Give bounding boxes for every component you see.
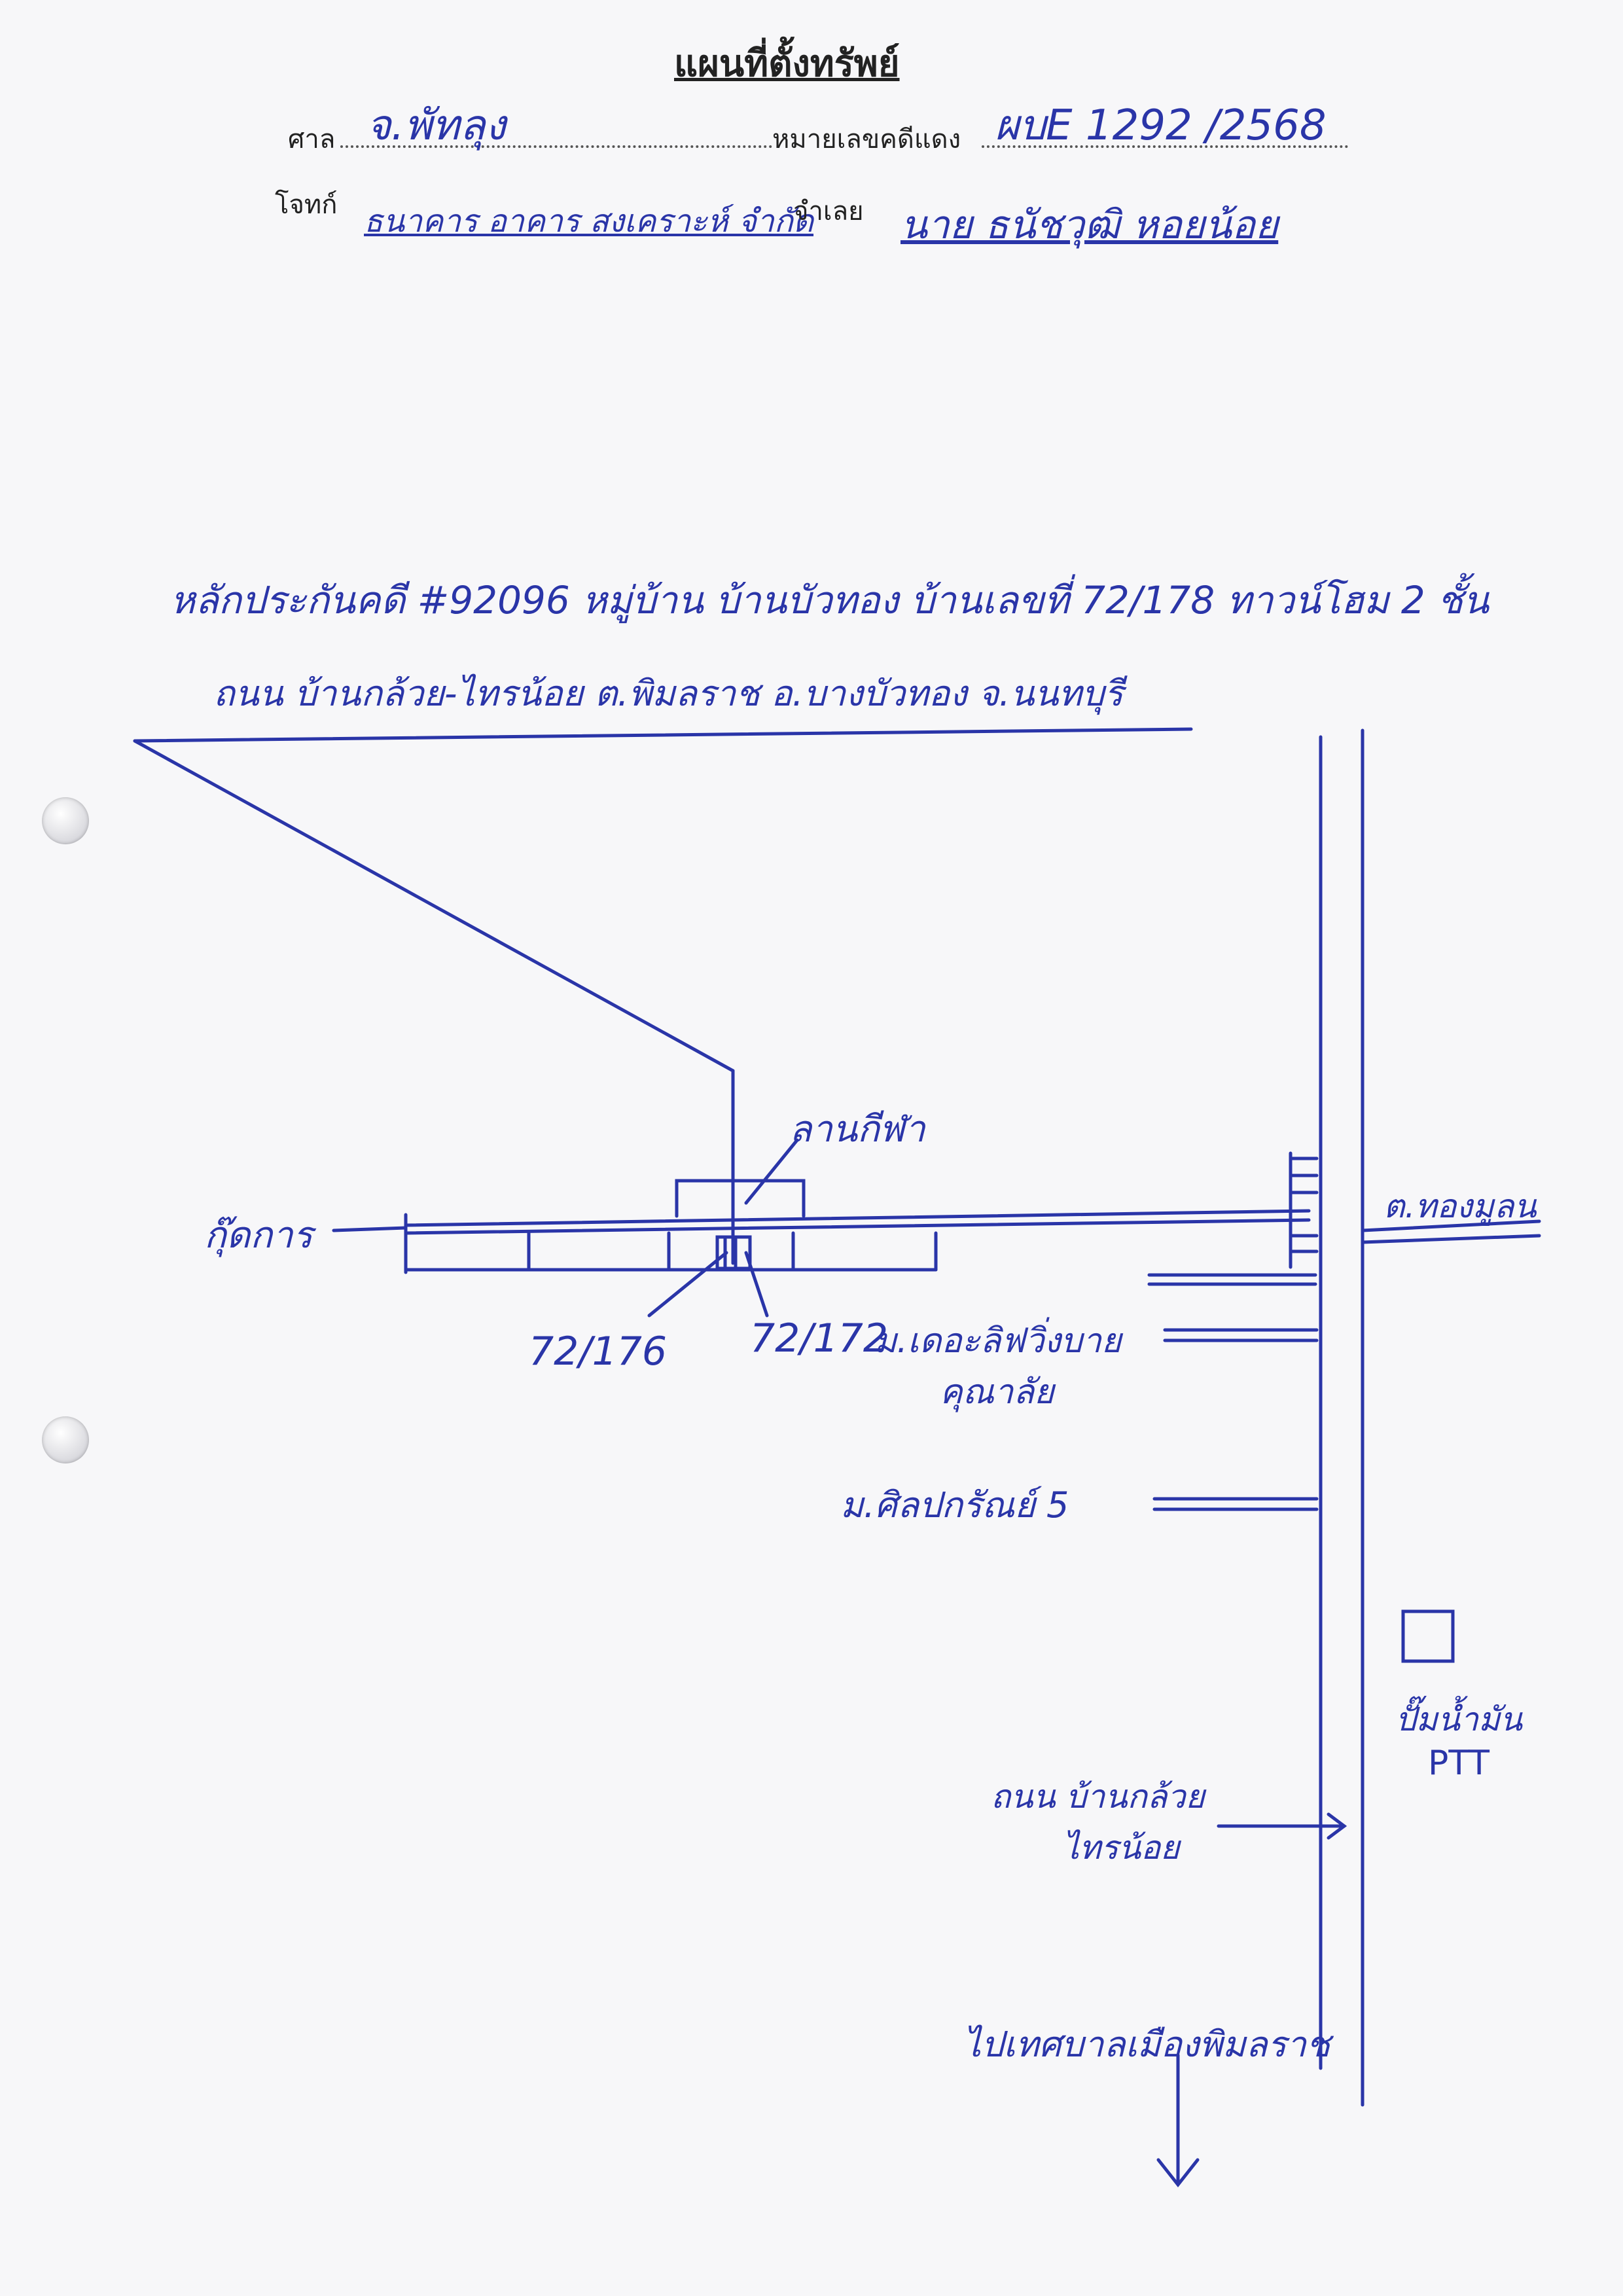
property-underline <box>133 727 1193 743</box>
property-line-1: หลักประกันคดี #92096 หมู่บ้าน บ้านบัวทอง… <box>170 578 1489 622</box>
gas-station-label-line1: ปั๊มน้ำมัน <box>1395 1700 1523 1738</box>
form-title: แผนที่ตั้งทรัพย์ <box>674 43 900 85</box>
punch-hole-top <box>42 797 89 844</box>
property-lot <box>715 1235 752 1270</box>
field-box <box>675 1179 806 1218</box>
main-road-label-line2: ไทรน้อย <box>1063 1829 1180 1867</box>
gas-station-label-line2: PTT <box>1428 1744 1489 1783</box>
defendant-value: นาย ธนัชวุฒิ หอยน้อย <box>901 202 1279 248</box>
house-number-right: 72/172 <box>750 1316 889 1361</box>
court-label: ศาล <box>288 124 336 154</box>
village-1-label-line2: คุณาลัย <box>940 1372 1054 1412</box>
case-no-dotted-line <box>982 145 1348 148</box>
plaintiff-label: โจทก์ <box>275 190 338 220</box>
case-no-label: หมายเลขคดีแดง <box>772 124 961 154</box>
field-label: ลานกีฬา <box>789 1108 925 1151</box>
dead-end-label: กุ๊ดการ <box>204 1214 313 1257</box>
house-number-left: 72/176 <box>529 1329 668 1374</box>
side-road-label: ต.ทองมูลน <box>1383 1187 1537 1225</box>
pointer-line <box>133 739 735 1073</box>
property-line-2: ถนน บ้านกล้วย-ไทรน้อย ต.พิมลราช อ.บางบัว… <box>213 673 1124 714</box>
court-value: จ.พัทลุง <box>366 101 506 150</box>
soi-bottom-edge <box>404 1218 1311 1235</box>
soi-top-edge <box>404 1209 1311 1227</box>
plaintiff-value: ธนาคาร อาคาร สงเคราะห์ จำกัด <box>364 203 814 240</box>
court-dotted-line <box>340 145 772 148</box>
direction-label: ไปเทศบาลเมืองพิมลราช <box>963 2024 1330 2065</box>
defendant-label: จำเลย <box>793 196 864 226</box>
punch-hole-bottom <box>42 1416 89 1463</box>
village-1-label-line1: ม.เดอะลิฟวิ่งบาย <box>874 1321 1122 1361</box>
gas-station-box <box>1401 1609 1455 1663</box>
case-no-value: ผบE 1292 /2568 <box>995 101 1327 150</box>
village-2-label: ม.ศิลปกรัณย์ 5 <box>840 1484 1069 1526</box>
main-road-label-line1: ถนน บ้านกล้วย <box>991 1778 1205 1816</box>
